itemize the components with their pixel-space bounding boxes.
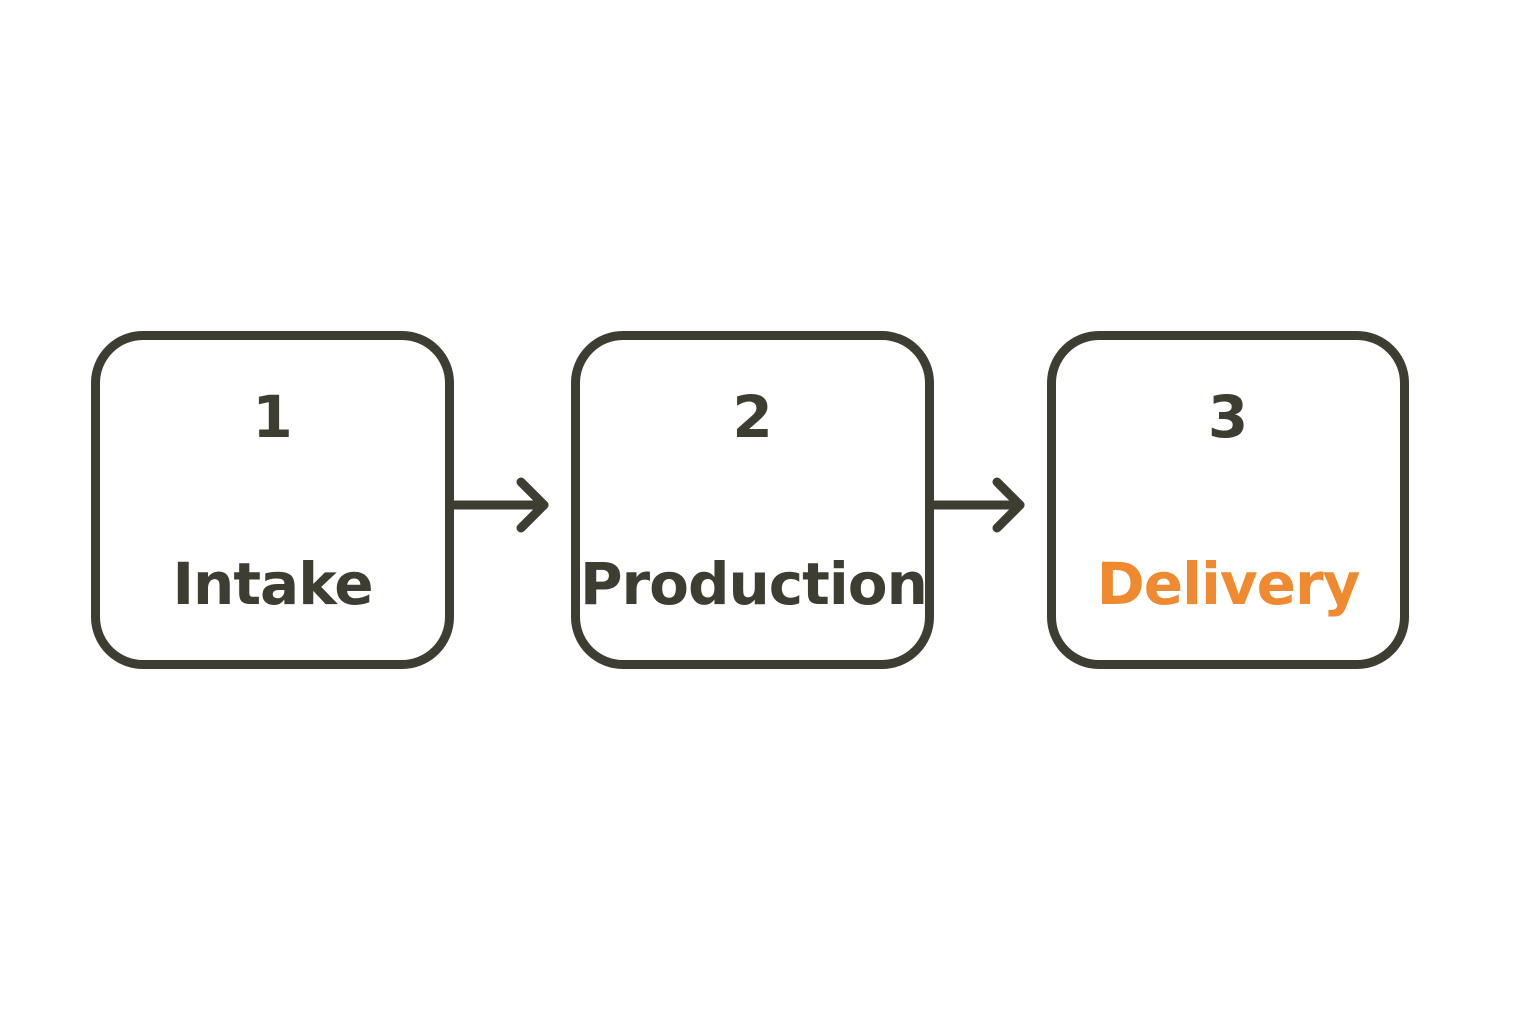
step-label-highlighted: Delivery — [1096, 550, 1361, 618]
step-number: 3 — [1207, 383, 1249, 451]
step-number: 1 — [252, 383, 293, 451]
step-label: Intake — [172, 550, 373, 618]
step-number: 2 — [732, 383, 773, 451]
step-box-intake: 1 Intake — [91, 331, 454, 669]
step-box-production: 2 Production — [571, 331, 934, 669]
step-label: Production — [580, 550, 928, 618]
step-box-delivery: 3 Delivery — [1047, 331, 1409, 669]
